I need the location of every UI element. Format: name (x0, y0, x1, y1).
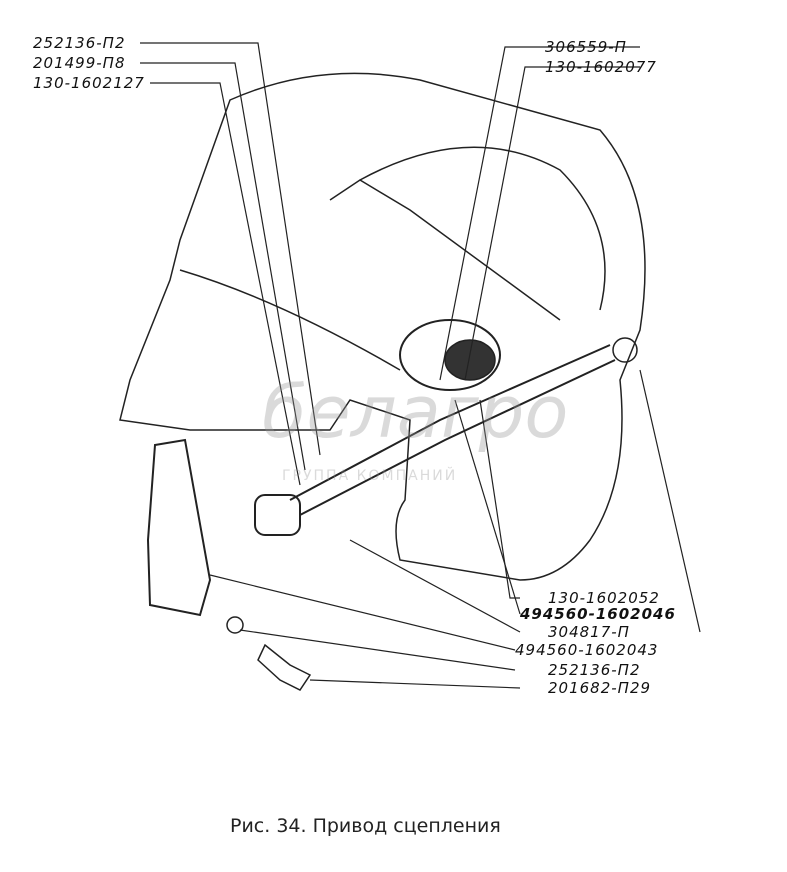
watermark-brand: белагро (262, 370, 569, 454)
part-label: 130-1602127 (33, 74, 145, 92)
part-label: 494560-1602043 (515, 641, 659, 659)
figure-caption: Рис. 34. Привод сцепления (230, 815, 501, 837)
part-label: 304817-П (548, 623, 630, 641)
bolt (257, 643, 312, 691)
part-label: 252136-П2 (33, 34, 126, 52)
watermark-subtitle: ГРУППА КОМПАНИЙ (282, 468, 458, 484)
release-bearing (399, 319, 501, 391)
part-label: 201499-П8 (33, 54, 126, 72)
part-label: 130-1602052 (548, 589, 660, 607)
part-label: 306559-П (545, 38, 627, 56)
part-label: 201682-П29 (548, 679, 652, 697)
part-label: 130-1602077 (545, 58, 657, 76)
fork-shaft (289, 344, 616, 516)
part-label: 494560-1602046 (520, 605, 676, 623)
bell-housing (119, 72, 646, 581)
clutch-lever (146, 438, 212, 617)
part-label: 252136-П2 (548, 661, 641, 679)
housing-ring (359, 146, 606, 311)
